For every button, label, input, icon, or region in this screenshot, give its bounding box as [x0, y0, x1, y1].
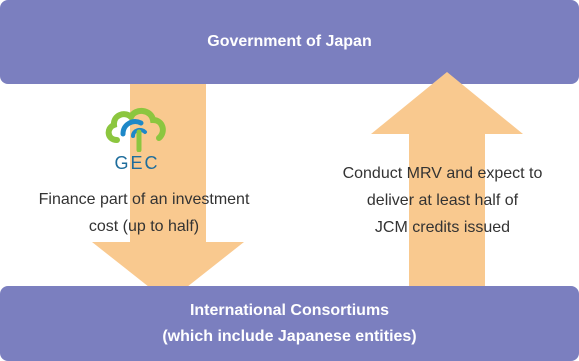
- left-flow-text: Finance part of an investment cost (up t…: [0, 186, 288, 240]
- right-flow-line: deliver at least half of: [366, 192, 519, 209]
- consortium-label-line1: International Consortiums: [189, 301, 390, 319]
- right-flow-text: Conduct MRV and expect to deliver at lea…: [306, 160, 579, 241]
- consortium-label-line2: (which include Japanese entities): [162, 327, 417, 345]
- government-box: Government of Japan: [0, 0, 579, 84]
- gec-logo-text: GEC: [114, 153, 160, 173]
- left-flow-line: cost (up to half): [88, 218, 200, 235]
- left-flow-line: Finance part of an investment: [38, 191, 250, 208]
- gec-cloud-logo-icon: [105, 108, 166, 152]
- arrow-down: [92, 84, 244, 302]
- right-flow-line: Conduct MRV and expect to: [342, 165, 543, 182]
- right-flow-line: JCM credits issued: [374, 219, 511, 236]
- government-label: Government of Japan: [207, 33, 372, 50]
- arrow-up: [371, 72, 523, 286]
- consortium-box: International Consortiums (which include…: [0, 286, 579, 361]
